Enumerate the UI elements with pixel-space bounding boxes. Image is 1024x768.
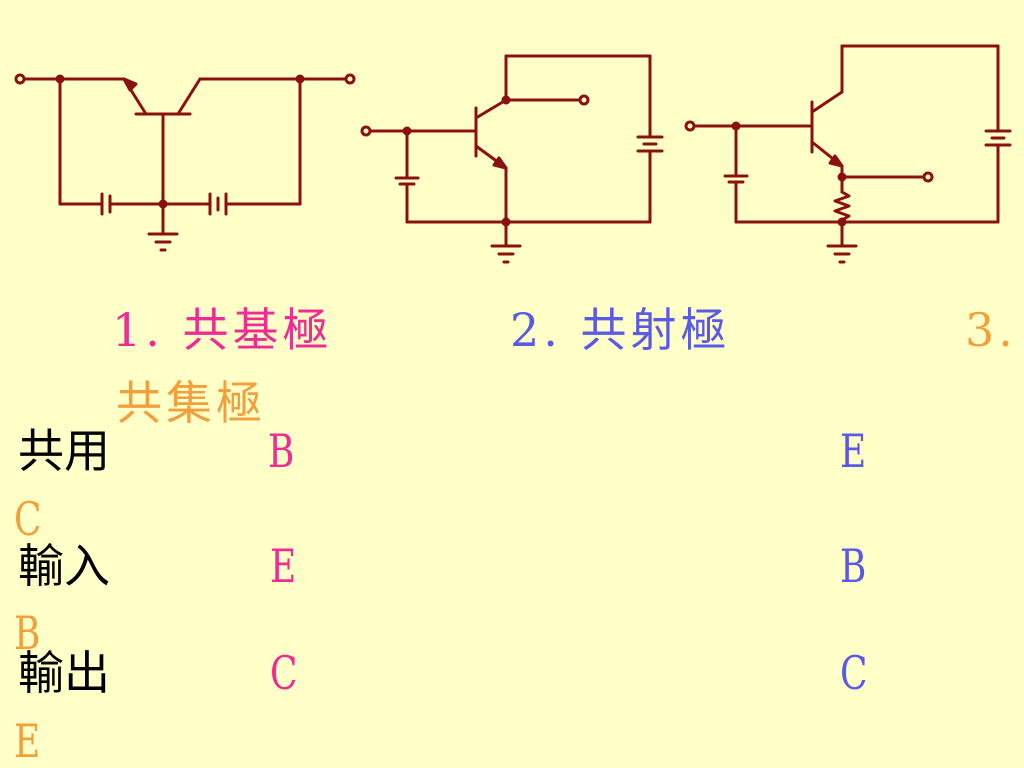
common-emitter-output-terminal: C — [840, 646, 868, 700]
common-base-title: 1. 共基極 — [112, 303, 333, 357]
common-collector-input-terminal: B — [14, 606, 41, 660]
common-collector-common-terminal: C — [14, 492, 42, 546]
common-base-input-terminal: E — [270, 539, 297, 593]
common-emitter-common-terminal: E — [840, 424, 867, 478]
transistor-circuit-diagrams — [14, 44, 1012, 264]
common-collector-circuit — [684, 44, 1012, 264]
common-emitter-title: 2. 共射極 — [510, 303, 731, 357]
common-collector-title-number: 3. — [965, 303, 1017, 357]
common-emitter-input-terminal: B — [840, 539, 867, 593]
row-label-common: 共用 — [18, 424, 110, 478]
common-base-output-terminal: C — [270, 646, 298, 700]
common-emitter-circuit — [360, 54, 664, 264]
row-label-input: 輸入 — [18, 539, 110, 593]
row-label-output: 輸出 — [18, 646, 110, 700]
common-base-circuit — [14, 73, 356, 252]
common-collector-title-text: 共集極 — [116, 376, 266, 430]
common-collector-output-terminal: E — [14, 714, 41, 768]
common-base-common-terminal: B — [268, 424, 295, 478]
